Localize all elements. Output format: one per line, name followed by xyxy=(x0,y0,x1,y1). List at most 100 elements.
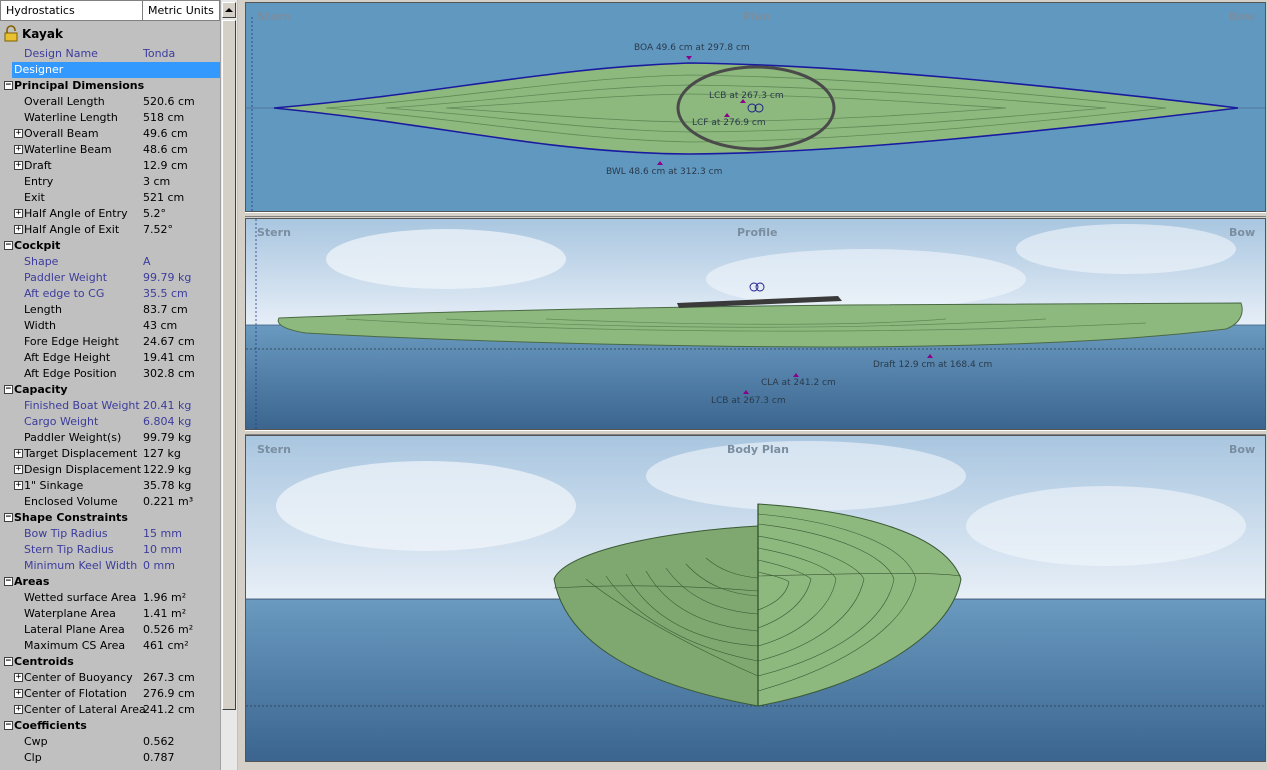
property-value[interactable]: 302.8 cm xyxy=(143,367,195,380)
property-value[interactable]: 520.6 cm xyxy=(143,95,195,108)
category-centroids[interactable]: −Centroids xyxy=(0,654,220,670)
header-units[interactable]: Metric Units xyxy=(148,4,214,17)
collapse-icon[interactable]: − xyxy=(4,656,13,666)
property-value[interactable]: 49.6 cm xyxy=(143,127,188,140)
property-value[interactable]: 12.9 cm xyxy=(143,159,188,172)
header-hydrostatics[interactable]: Hydrostatics xyxy=(1,1,143,20)
property-value[interactable]: 1.96 m² xyxy=(143,591,187,604)
category-cockpit[interactable]: −Cockpit xyxy=(0,238,220,254)
grid-scrollbar[interactable] xyxy=(220,0,237,770)
property-value[interactable]: 0.787 xyxy=(143,751,175,764)
category-shape-constraints[interactable]: −Shape Constraints xyxy=(0,510,220,526)
collapse-icon[interactable]: − xyxy=(4,80,13,90)
property-value[interactable]: 99.79 kg xyxy=(143,431,192,444)
expand-icon[interactable]: + xyxy=(14,208,23,218)
property-value[interactable]: 5.2° xyxy=(143,207,166,220)
collapse-icon[interactable]: − xyxy=(4,384,13,394)
property-value[interactable]: 1.41 m² xyxy=(143,607,187,620)
property-value[interactable]: 0 mm xyxy=(143,559,175,572)
expand-icon[interactable]: + xyxy=(14,224,23,234)
expand-icon[interactable]: + xyxy=(14,464,23,474)
view-splitter-2[interactable] xyxy=(245,430,1266,435)
property-value[interactable]: 7.52° xyxy=(143,223,173,236)
category-areas[interactable]: −Areas xyxy=(0,574,220,590)
property-value[interactable]: 35.5 cm xyxy=(143,287,188,300)
property-value[interactable]: 83.7 cm xyxy=(143,303,188,316)
property-value[interactable]: A xyxy=(143,255,151,268)
property-value[interactable]: 43 cm xyxy=(143,319,178,332)
property-value[interactable]: 10 mm xyxy=(143,543,182,556)
property-value[interactable]: 3 cm xyxy=(143,175,171,188)
expand-icon[interactable]: + xyxy=(14,688,23,698)
category-capacity[interactable]: −Capacity xyxy=(0,382,220,398)
property-value[interactable]: 19.41 cm xyxy=(143,351,195,364)
collapse-icon[interactable]: − xyxy=(4,720,13,730)
expand-icon[interactable]: + xyxy=(14,704,23,714)
property-value[interactable]: 461 cm² xyxy=(143,639,189,652)
property-value[interactable]: 276.9 cm xyxy=(143,687,195,700)
expand-icon[interactable]: + xyxy=(14,144,23,154)
property-value[interactable]: Tonda xyxy=(143,47,176,60)
property-value[interactable]: 241.2 cm xyxy=(143,703,195,716)
property-value[interactable]: 0.562 xyxy=(143,735,175,748)
property-row[interactable]: Paddler Weight(s)99.79 kg xyxy=(0,430,220,446)
property-value[interactable]: 15 mm xyxy=(143,527,182,540)
property-value[interactable]: 99.79 kg xyxy=(143,271,192,284)
category-principal-dimensions[interactable]: −Principal Dimensions xyxy=(0,78,220,94)
view-splitter[interactable] xyxy=(245,212,1266,217)
expand-icon[interactable]: + xyxy=(14,672,23,682)
property-value[interactable]: 35.78 kg xyxy=(143,479,192,492)
collapse-icon[interactable]: − xyxy=(4,512,13,522)
collapse-icon[interactable]: − xyxy=(4,240,13,250)
category-coefficients[interactable]: −Coefficients xyxy=(0,718,220,734)
property-row[interactable]: Designer xyxy=(0,62,222,78)
expand-icon[interactable]: + xyxy=(14,448,23,458)
expand-icon[interactable]: + xyxy=(14,480,23,490)
lock-icon[interactable] xyxy=(4,25,18,42)
plan-view[interactable]: BOA 49.6 cm at 297.8 cm LCB at 267.3 cm … xyxy=(245,2,1266,212)
expand-icon[interactable]: + xyxy=(14,160,23,170)
property-value[interactable]: 48.6 cm xyxy=(143,143,188,156)
scroll-thumb[interactable] xyxy=(222,20,236,710)
property-value[interactable]: 518 cm xyxy=(143,111,185,124)
property-value[interactable]: 122.9 kg xyxy=(143,463,192,476)
property-value[interactable]: 24.67 cm xyxy=(143,335,195,348)
body-plan-view[interactable]: Stern Body Plan Bow xyxy=(245,435,1266,762)
property-value[interactable]: 0.526 m² xyxy=(143,623,194,636)
property-value[interactable]: 0.221 m³ xyxy=(143,495,194,508)
expand-icon[interactable]: + xyxy=(14,128,23,138)
